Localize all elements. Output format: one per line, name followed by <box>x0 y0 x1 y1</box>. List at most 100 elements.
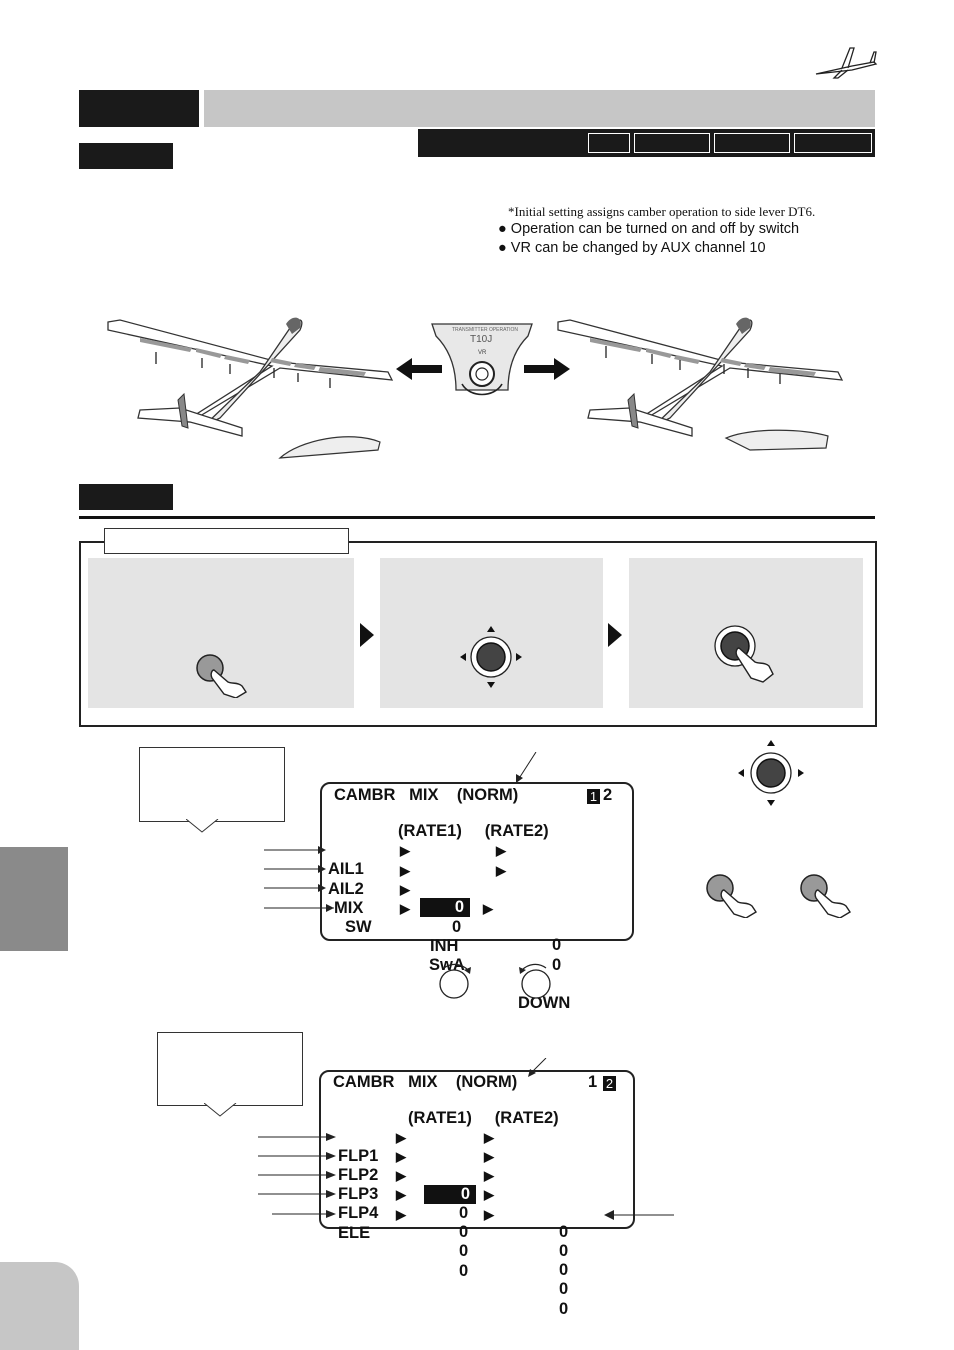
screen2-header: (RATE1) (RATE2) <box>408 1109 559 1127</box>
screen1-row-mix[interactable]: MIX ▶ INH <box>334 880 614 955</box>
rate1-value-selected[interactable]: 0 <box>424 1185 476 1204</box>
jog-press-icon[interactable] <box>713 624 783 684</box>
rate1-value[interactable]: 0 <box>452 918 462 936</box>
row-arrow-icon: ▶ <box>400 843 410 858</box>
transmitter-model-text: T10J <box>470 334 493 345</box>
model-type-box-2 <box>634 133 710 153</box>
rate2-value[interactable]: 0 <box>559 1223 569 1241</box>
row-arrow-icon: ▶ <box>484 1187 494 1202</box>
glider-flaps-up-icon <box>557 317 844 451</box>
screen2-row-flp4[interactable]: FLP4 ▶ 0 ▶ 0 <box>338 1185 618 1298</box>
screen2-row-flp1[interactable]: FLP1 ▶ 0 ▶ 0 <box>338 1128 618 1241</box>
row-label: FLP1 <box>338 1147 379 1165</box>
title-pointer-arrow-1 <box>516 752 537 783</box>
callout-box-1 <box>139 747 285 822</box>
operation-flow-box <box>79 541 877 727</box>
row-arrow-icon: ▶ <box>396 1187 406 1202</box>
screen1-page-active[interactable]: 1 <box>587 789 600 804</box>
initial-setting-note: *Initial setting assigns camber operatio… <box>508 204 816 219</box>
model-type-box-1 <box>588 133 630 153</box>
model-type-box-3 <box>714 133 790 153</box>
transmitter-brand-text: TRANSMITTER OPERATION <box>452 327 519 333</box>
press-button-icon[interactable] <box>194 652 250 698</box>
screen1-row-ail2[interactable]: AIL2 ▶ 0 ▶ 0 <box>328 861 618 974</box>
row-arrow-icon: ▶ <box>400 882 410 897</box>
rate2-value[interactable]: 0 <box>559 1242 569 1260</box>
mix-value[interactable]: INH <box>430 937 459 955</box>
row-arrow-icon: ▶ <box>396 1149 406 1164</box>
section-rule <box>79 516 875 519</box>
rate1-value[interactable]: 0 <box>459 1262 469 1280</box>
rate1-value-selected[interactable]: 0 <box>420 898 470 917</box>
screen2-row-flp3[interactable]: FLP3 ▶ 0 ▶ 0 <box>338 1166 618 1279</box>
transmitter-side: TRANSMITTER OPERATION T10J VR <box>430 318 534 400</box>
rate2-value[interactable]: 0 <box>552 936 562 954</box>
screen2-row-ele[interactable]: ELE ▶ 0 ▶ 0 <box>338 1205 618 1318</box>
flow-arrow-2 <box>608 623 622 647</box>
leader-lines-1 <box>264 846 334 912</box>
glider-flaps-down-icon <box>107 317 394 459</box>
switch-direction-value[interactable]: DOWN <box>518 994 571 1012</box>
row-label: FLP3 <box>338 1185 379 1203</box>
press-button-icon-right-1[interactable] <box>704 872 760 918</box>
section-tab <box>79 90 199 127</box>
jog-dial-icon-right[interactable] <box>736 738 806 808</box>
row-arrow-icon: ▶ <box>396 1168 406 1183</box>
rate2-value[interactable]: 0 <box>552 956 562 974</box>
vr-label: VR <box>478 350 487 356</box>
screen2-page-other[interactable]: 1 <box>588 1073 598 1091</box>
camber-mix-screen-1 <box>320 782 634 941</box>
arrow-right-icon <box>524 358 570 380</box>
row-label: FLP4 <box>338 1204 379 1222</box>
callout-pointer-1 <box>186 819 219 833</box>
screen1-title-text: CAMBR MIX (NORM) <box>334 786 519 804</box>
page-corner-tab <box>0 1262 79 1350</box>
row-label: FLP2 <box>338 1166 379 1184</box>
model-type-box-4 <box>794 133 872 153</box>
screen2-title-text: CAMBR MIX (NORM) <box>333 1073 518 1091</box>
step3-panel <box>629 558 863 708</box>
row-arrow-icon: ▶ <box>396 1207 406 1222</box>
rate1-value[interactable]: 0 <box>459 1242 469 1260</box>
row-arrow-icon: ▶ <box>496 843 506 858</box>
callout-pointer-2 <box>204 1103 237 1117</box>
side-tab <box>0 847 68 951</box>
switch-note: ● Operation can be turned on and off by … <box>498 221 800 237</box>
step1-panel <box>88 558 354 708</box>
jog-dial-icon[interactable] <box>456 622 526 692</box>
row-label: AIL2 <box>328 880 364 898</box>
row-arrow-icon: ▶ <box>400 863 410 878</box>
row-arrow-icon: ▶ <box>484 1149 494 1164</box>
row-label: SW <box>345 918 372 936</box>
row-arrow-icon: ▶ <box>484 1168 494 1183</box>
callout-box-2 <box>157 1032 303 1106</box>
row-arrow-icon: ▶ <box>400 901 410 916</box>
press-button-icon-right-2[interactable] <box>798 872 854 918</box>
section-title-bar <box>204 90 875 127</box>
row-label: AIL1 <box>328 860 364 878</box>
rate1-value[interactable]: 0 <box>459 1223 469 1241</box>
screen1-page-other[interactable]: 2 <box>603 786 613 804</box>
screen2-page-active[interactable]: 2 <box>603 1076 616 1091</box>
screen2-title: CAMBR MIX (NORM) <box>333 1073 517 1111</box>
transmitter-body-icon <box>431 323 533 396</box>
rate1-value[interactable]: 0 <box>459 1204 469 1222</box>
screen1-row-sw[interactable]: SW ▶ SwA ▶ DOWN <box>345 899 615 1012</box>
glider-logo-icon <box>815 47 878 79</box>
row-arrow-icon: ▶ <box>484 1130 494 1145</box>
camber-mix-screen-2 <box>319 1070 635 1229</box>
screen1-row-ail1[interactable]: AIL1 ▶ 0 ▶ 0 <box>328 841 618 954</box>
rate2-value[interactable]: 0 <box>559 1280 569 1298</box>
flow-arrow-1 <box>360 623 374 647</box>
screen1-header: (RATE1) (RATE2) <box>398 822 549 840</box>
row-label: ELE <box>338 1224 371 1242</box>
screen2-row-flp2[interactable]: FLP2 ▶ 0 ▶ 0 <box>338 1147 618 1260</box>
rate2-value[interactable]: 0 <box>559 1300 569 1318</box>
flow-title-box <box>104 528 349 554</box>
rotate-clockwise-icon <box>439 963 471 999</box>
rate2-value[interactable]: 0 <box>559 1261 569 1279</box>
arrow-left-icon <box>396 358 442 380</box>
row-arrow-icon: ▶ <box>483 901 493 916</box>
vr-note: ● VR can be changed by AUX channel 10 <box>498 240 766 256</box>
row-arrow-icon: ▶ <box>484 1207 494 1222</box>
